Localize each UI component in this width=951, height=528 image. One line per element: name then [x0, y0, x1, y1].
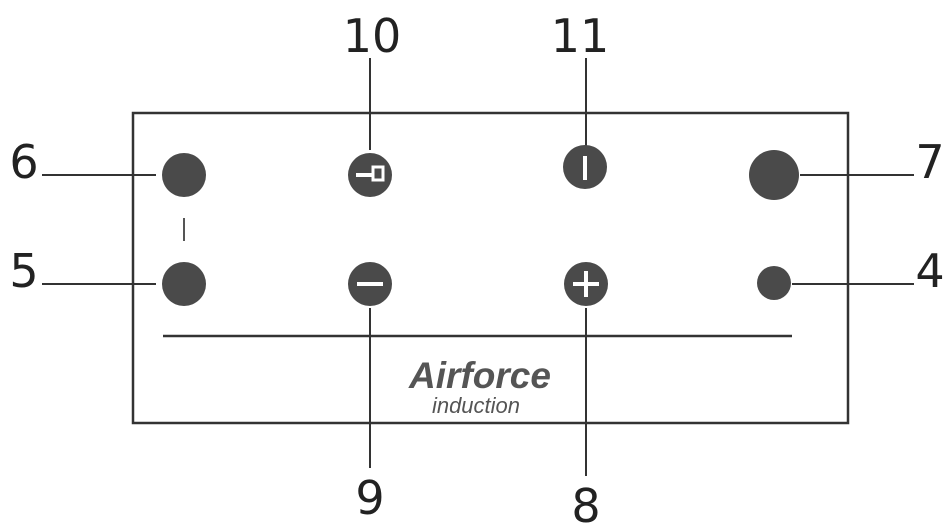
callout-7: 7	[915, 135, 944, 189]
button-6[interactable]	[162, 153, 206, 197]
brand-subtitle: induction	[432, 393, 520, 418]
brand-logo: Airforce	[408, 355, 551, 396]
button-5[interactable]	[162, 262, 206, 306]
key-icon[interactable]	[348, 153, 392, 197]
callout-10: 10	[343, 9, 402, 63]
callout-5: 5	[9, 244, 38, 298]
callout-9: 9	[355, 471, 384, 525]
callout-4: 4	[915, 244, 944, 298]
callout-11: 11	[551, 9, 610, 63]
minus-icon[interactable]	[348, 262, 392, 306]
control-panel-frame	[131, 111, 850, 425]
power-icon[interactable]	[563, 145, 607, 189]
button-7[interactable]	[749, 150, 799, 200]
plus-icon[interactable]	[564, 262, 608, 306]
callout-8: 8	[571, 479, 600, 528]
callout-6: 6	[9, 135, 38, 189]
button-4[interactable]	[757, 266, 791, 300]
